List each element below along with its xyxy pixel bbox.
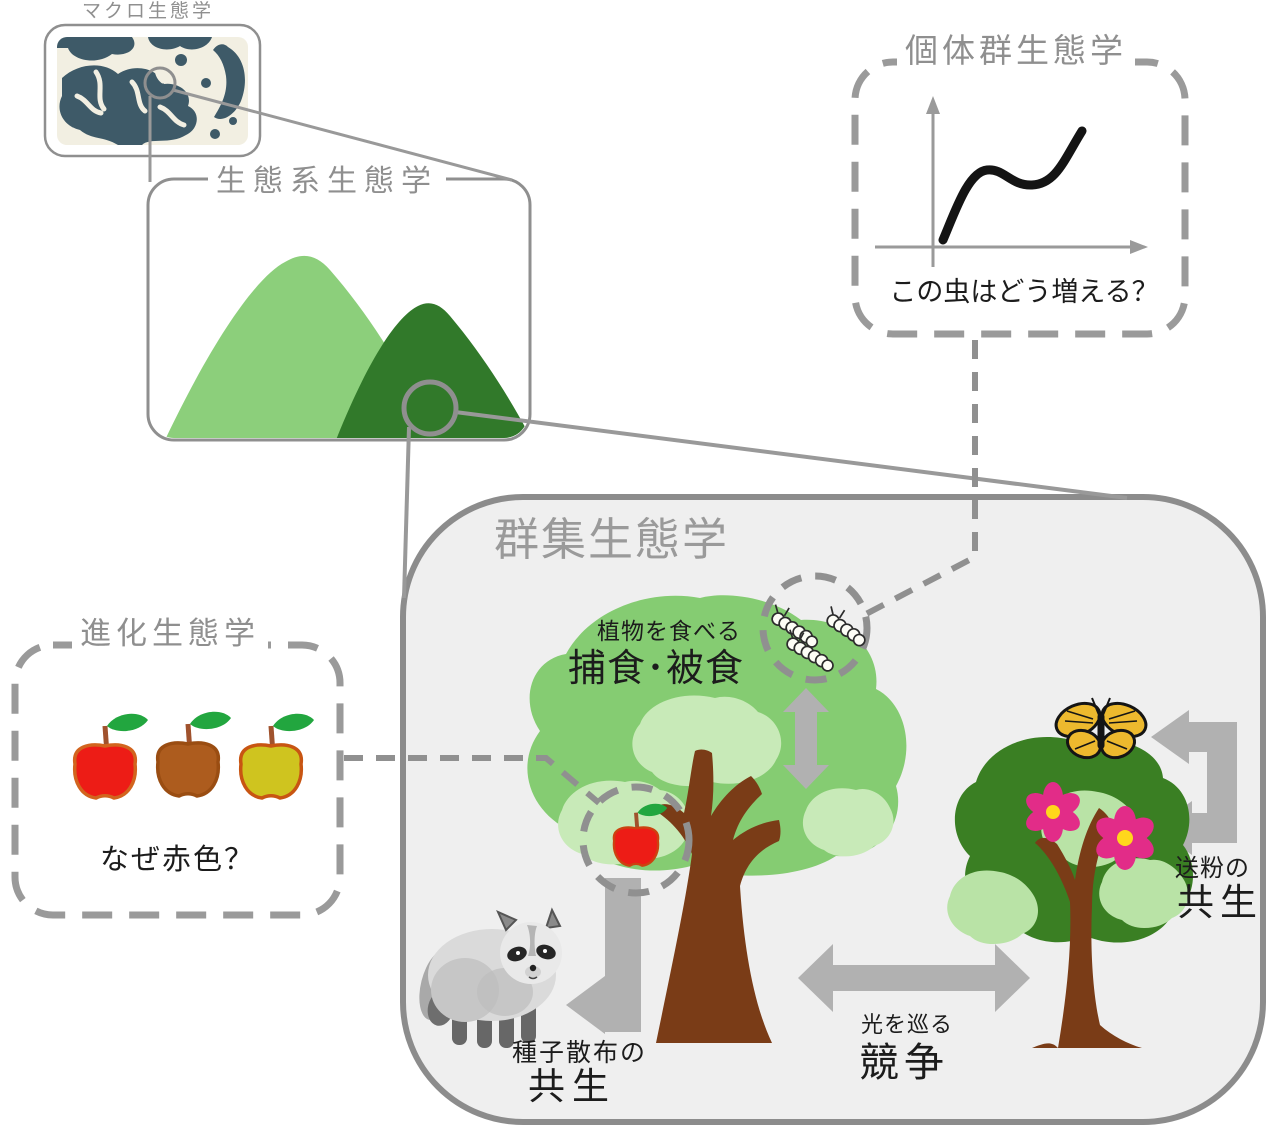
left-tree-foliage-icon <box>527 595 907 876</box>
competition-main-label: 競争 <box>859 1040 949 1086</box>
asia-map-icon <box>57 37 248 145</box>
apple-on-tree-icon <box>612 803 668 867</box>
growth-curve-chart-icon <box>875 96 1148 267</box>
yellow-apple-icon <box>238 713 314 800</box>
apple-focus-circle <box>579 783 693 897</box>
tanuki-icon <box>419 907 562 1048</box>
predation-sub-label: 植物を食べる <box>597 619 741 645</box>
ecosystem-box <box>146 177 532 442</box>
population-ecology-label: 個体群生態学 <box>897 33 1135 69</box>
evolution-box <box>11 641 344 919</box>
community-ecology-label: 群集生態学 <box>494 513 730 566</box>
seed-dispersal-elbow-arrow <box>566 878 641 1034</box>
population-box <box>851 58 1189 338</box>
caterpillar-focus-circle <box>759 572 871 684</box>
evolution-dashed-connector <box>344 755 601 806</box>
caterpillars-icon <box>771 604 866 672</box>
pollination-main-label: 共生 <box>1177 881 1263 924</box>
pollination-sub-label: 送粉の <box>1175 854 1250 882</box>
competition-sub-label: 光を巡る <box>861 1013 954 1038</box>
map-magnifier-circle <box>143 66 177 100</box>
predation-main-label: 捕食･被食 <box>568 646 745 690</box>
seed-dispersal-sub-label: 種子散布の <box>512 1038 648 1067</box>
macro-box <box>43 23 262 158</box>
evolution-ecology-label: 進化生態学 <box>72 618 268 651</box>
pink-flower-icon <box>1096 806 1154 870</box>
population-dashed-connector <box>864 340 978 617</box>
flowering-tree-icon <box>947 736 1194 1048</box>
pink-flower-icon <box>1026 782 1080 842</box>
brown-apple-icon <box>155 711 231 798</box>
connector-lines <box>143 66 1128 806</box>
seed-dispersal-main-label: 共生 <box>528 1065 616 1108</box>
population-caption: この虫はどう増える？ <box>889 277 1159 308</box>
left-tree-trunk-icon <box>654 749 781 1043</box>
competition-double-arrow <box>798 944 1030 1012</box>
red-apple-icon <box>72 713 148 800</box>
monarch-butterfly-icon <box>1054 697 1148 760</box>
predation-double-arrow <box>783 688 829 789</box>
evolution-caption: なぜ赤色？ <box>100 842 256 876</box>
ecosystem-ecology-label: 生態系生態学 <box>208 166 446 198</box>
mountain-magnifier-circle <box>401 379 459 437</box>
two-mountains-icon <box>165 255 528 438</box>
macro-ecology-label: マクロ生態学 <box>74 1 223 22</box>
